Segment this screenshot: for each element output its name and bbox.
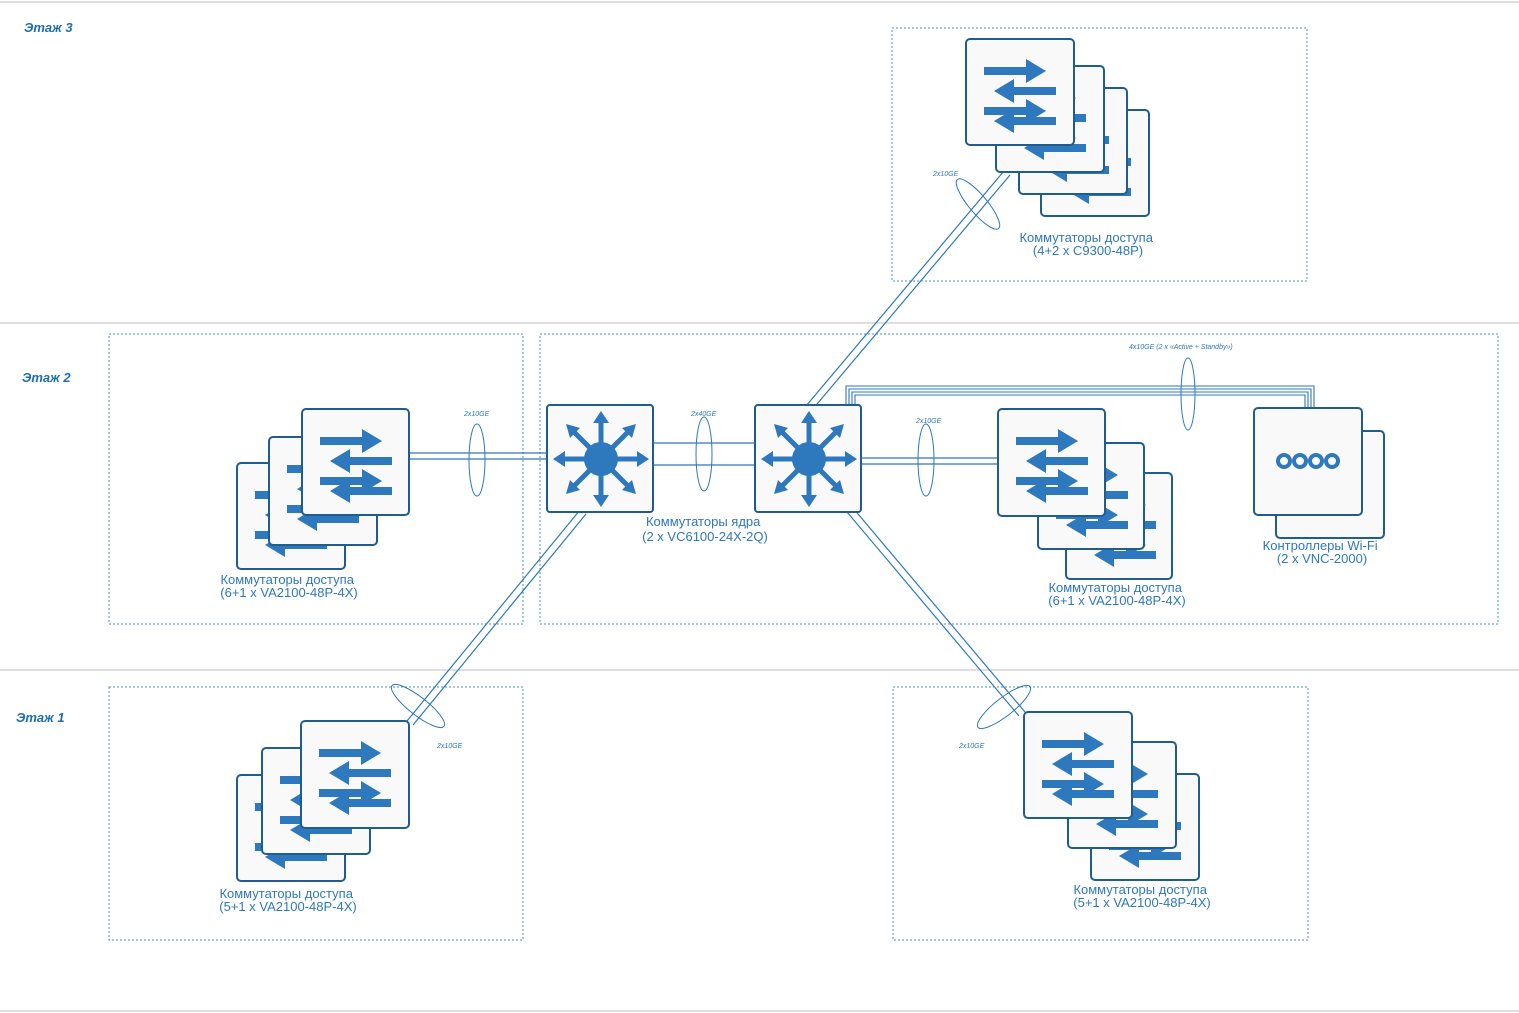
floor3-access-switch-stack (965, 38, 1150, 217)
caption-wifi: Контроллеры Wi-Fi (2 x VNC-2000) (1263, 538, 1382, 566)
bundle-floor1-right (976, 684, 1032, 730)
link-floor3 (805, 170, 1011, 411)
wifi-controller-stack (1253, 407, 1385, 539)
core-switch-2 (754, 404, 862, 513)
floor-3-label: Этаж 3 (24, 20, 73, 35)
floor1-left-access-switch-stack (236, 720, 410, 882)
link-label-wifi: 4x10GE (2 x «Active + Standby») (1129, 344, 1233, 351)
bundle-floor2-left (468, 423, 486, 497)
floor2-left-access-switch-stack (236, 408, 410, 570)
link-label-floor2-left: 2x10GE (463, 411, 490, 418)
zone-floor1-right (892, 686, 1309, 941)
caption-floor1-right-access: Коммутаторы доступа (5+1 x VA2100-48P-4X… (1073, 882, 1210, 910)
floor1-right-access-switch-stack (1023, 711, 1200, 881)
link-label-floor1-left: 2x10GE (436, 743, 463, 750)
link-label-floor1-right: 2x10GE (958, 743, 985, 750)
caption-floor1-left-access: Коммутаторы доступа (5+1 x VA2100-48P-4X… (219, 886, 356, 914)
floor2-right-access-switch-stack (997, 408, 1173, 580)
caption-floor2-right-access: Коммутаторы доступа (6+1 x VA2100-48P-4X… (1048, 580, 1185, 608)
bundle-floor1-left (390, 683, 446, 729)
wifi-controller-icon (1276, 453, 1340, 469)
caption-floor3-access: Коммутаторы доступа (4+2 x C9300-48P) (1019, 230, 1156, 258)
link-floor1-left (406, 509, 587, 726)
bundle-wifi (1180, 357, 1196, 431)
floor-1-label: Этаж 1 (16, 710, 65, 725)
link-floor2-right (862, 457, 1000, 465)
link-label-core-interlink: 2x40GE (690, 411, 717, 418)
link-floor1-right (846, 507, 1026, 717)
bundle-floor3 (955, 178, 1001, 230)
link-label-floor3: 2x10GE (932, 171, 959, 178)
link-label-floor2-right: 2x10GE (915, 418, 942, 425)
core-switch-1 (546, 404, 654, 513)
zone-floor1-left (108, 686, 524, 941)
bundle-floor2-right (917, 423, 935, 497)
caption-core: Коммутаторы ядра (2 x VC6100-24X-2Q) (642, 514, 768, 544)
zone-floor3-access (891, 27, 1308, 282)
link-floor2-left (410, 452, 548, 460)
floor-2-label: Этаж 2 (22, 370, 71, 385)
link-core-interlink (653, 442, 755, 466)
bundle-core-interlink (695, 416, 713, 492)
link-wifi (845, 385, 1315, 408)
caption-floor2-left-access: Коммутаторы доступа (6+1 x VA2100-48P-4X… (220, 572, 357, 600)
